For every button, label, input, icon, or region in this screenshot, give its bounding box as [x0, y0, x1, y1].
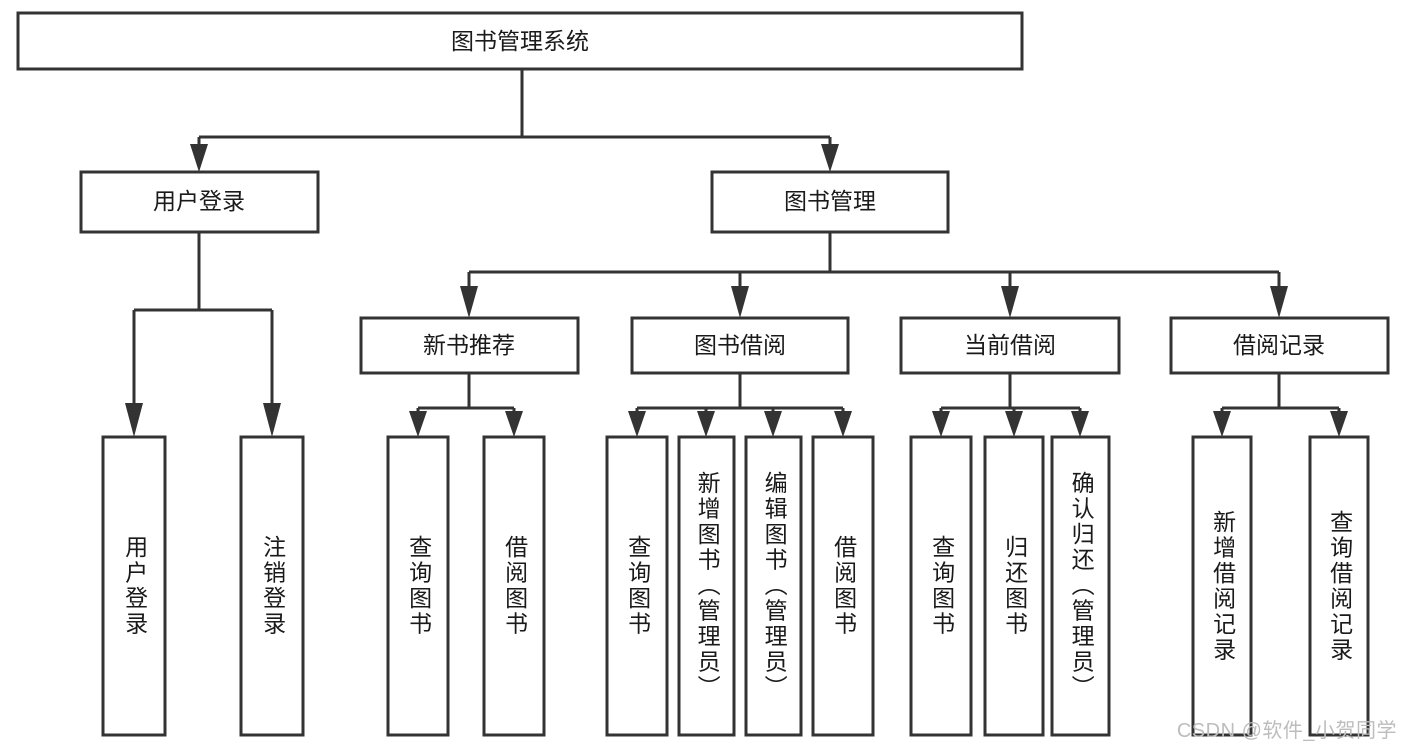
arrow-leaf-query-book-b	[628, 411, 646, 437]
leaf-box-query-record[interactable]	[1308, 435, 1370, 737]
arrow-leaf-confirm-return	[1071, 411, 1089, 437]
arrow-leaf-query-record	[1330, 411, 1348, 437]
arrow-leaf-return-book	[1005, 411, 1023, 437]
leaf-box-query-book-b[interactable]	[605, 435, 669, 737]
connectors-borrow-record-to-leaves	[1213, 373, 1348, 437]
leaf-box-borrow-book-a[interactable]	[482, 435, 546, 737]
node-new-book-recommend[interactable]: 新书推荐	[359, 316, 580, 375]
connectors-root-to-level2	[190, 69, 839, 172]
leaf-box-query-book-c[interactable]	[909, 435, 973, 737]
arrow-leaf-logout	[263, 403, 281, 437]
user-login-label: 用户登录	[153, 188, 245, 214]
node-user-login[interactable]: 用户登录	[79, 170, 320, 234]
node-book-borrow[interactable]: 图书借阅	[630, 316, 850, 375]
book-management-box[interactable]	[710, 170, 950, 234]
leaf-box-add-book[interactable]	[677, 435, 736, 737]
root-box[interactable]	[16, 11, 1024, 71]
arrow-to-book-borrow	[731, 286, 749, 318]
leaf-box-logout[interactable]	[239, 435, 305, 737]
borrow-record-label: 借阅记录	[1233, 332, 1325, 358]
new-book-recommend-box[interactable]	[359, 316, 580, 375]
arrow-to-borrow-record	[1270, 286, 1288, 318]
leaf-box-edit-book[interactable]	[744, 435, 803, 737]
node-root[interactable]: 图书管理系统	[16, 11, 1024, 71]
arrow-leaf-add-record	[1213, 411, 1231, 437]
connectors-book-mgmt-to-level3	[460, 232, 1288, 318]
leaf-box-add-record[interactable]	[1191, 435, 1253, 737]
leaf-box-return-book[interactable]	[983, 435, 1045, 737]
new-book-recommend-label: 新书推荐	[423, 332, 515, 358]
arrow-leaf-query-book-c	[932, 411, 950, 437]
node-book-management[interactable]: 图书管理	[710, 170, 950, 234]
connectors-user-login-to-leaves	[125, 232, 281, 437]
leaf-boxes	[101, 435, 1370, 737]
arrow-leaf-borrow-book-b	[834, 411, 852, 437]
leaf-box-borrow-book-b[interactable]	[811, 435, 875, 737]
arrow-leaf-user-login	[125, 403, 143, 437]
current-borrow-box[interactable]	[899, 316, 1121, 375]
arrow-to-book-mgmt	[821, 144, 839, 172]
arrow-leaf-edit-book	[764, 411, 782, 437]
borrow-record-box[interactable]	[1169, 316, 1390, 375]
leaf-box-confirm-return[interactable]	[1050, 435, 1111, 737]
user-login-box[interactable]	[79, 170, 320, 234]
connectors-new-book-rec-to-leaves	[409, 373, 523, 437]
arrow-leaf-add-book	[697, 411, 715, 437]
arrow-to-current-borrow	[1001, 286, 1019, 318]
node-borrow-record[interactable]: 借阅记录	[1169, 316, 1390, 375]
arrow-to-user-login	[190, 144, 208, 172]
book-management-label: 图书管理	[784, 188, 876, 214]
leaf-box-query-book-a[interactable]	[386, 435, 450, 737]
connectors-book-borrow-to-leaves	[628, 373, 852, 437]
node-current-borrow[interactable]: 当前借阅	[899, 316, 1121, 375]
leaf-box-user-login[interactable]	[101, 435, 167, 737]
book-borrow-box[interactable]	[630, 316, 850, 375]
current-borrow-label: 当前借阅	[964, 332, 1056, 358]
root-label: 图书管理系统	[451, 28, 589, 54]
arrow-leaf-query-book-a	[409, 411, 427, 437]
connectors-current-borrow-to-leaves	[932, 373, 1089, 437]
arrow-leaf-borrow-book-a	[505, 411, 523, 437]
arrow-to-new-book-rec	[460, 286, 478, 318]
book-borrow-label: 图书借阅	[694, 332, 786, 358]
